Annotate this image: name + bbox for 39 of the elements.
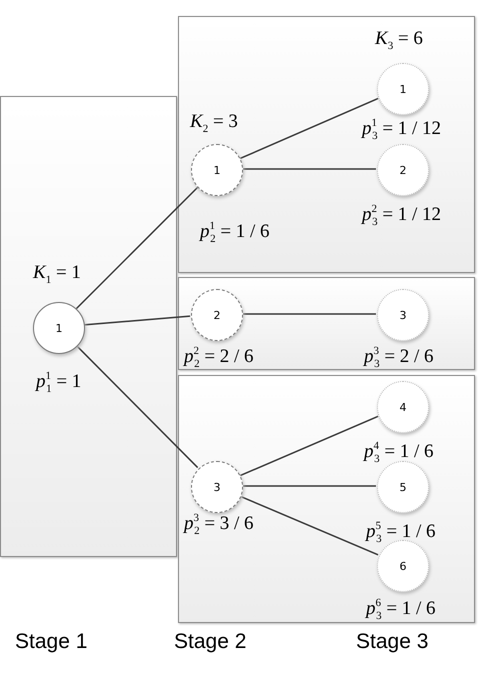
node-number: 1: [56, 322, 62, 334]
probability-label: p$^{6}$$_{3}$ = 1 / 6: [366, 598, 436, 622]
branch-line: [242, 485, 376, 487]
node-number: 1: [214, 164, 220, 176]
stage-panel: [178, 16, 475, 273]
branch-line: [240, 495, 378, 556]
node-number: 2: [214, 308, 220, 322]
branch-line: [76, 344, 198, 468]
probability-label: p$^{3}$$_{3}$ = 2 / 6: [364, 346, 434, 370]
branch-line: [242, 313, 376, 315]
node-number: 4: [400, 400, 406, 414]
count-label: K$_{1}$ = 1: [33, 263, 81, 286]
stage-label: Stage 3: [356, 630, 428, 654]
probability-label: p$^{2}$$_{3}$ = 1 / 12: [362, 204, 442, 228]
node-number: 6: [400, 560, 406, 572]
probability-label: p$^{2}$$_{2}$ = 2 / 6: [184, 346, 254, 370]
probability-label: p$^{1}$$_{2}$ = 1 / 6: [200, 221, 270, 245]
stage-label: Stage 1: [15, 630, 88, 654]
branch-line: [84, 315, 190, 326]
probability-label: p$^{1}$$_{3}$ = 1 / 12: [362, 118, 442, 142]
branch-line: [240, 416, 378, 476]
stage-panel: [178, 277, 475, 370]
node-number: 3: [400, 308, 406, 322]
branch-line: [76, 186, 198, 310]
stage-panel: [178, 375, 475, 623]
probability-label: p$^{5}$$_{3}$ = 1 / 6: [366, 521, 436, 545]
probability-label: p$^{4}$$_{3}$ = 1 / 6: [364, 441, 434, 465]
probability-label: p$^{3}$$_{2}$ = 3 / 6: [184, 513, 254, 537]
branch-line: [242, 168, 376, 170]
stage-label: Stage 2: [174, 630, 246, 654]
probability-label: p$^{1}$$_{1}$ = 1: [36, 371, 82, 395]
node-number: 3: [214, 480, 220, 494]
count-label: K$_{2}$ = 3: [190, 112, 238, 135]
count-label: K$_{3}$ = 6: [375, 29, 423, 52]
branch-line: [240, 98, 378, 160]
node-number: 1: [400, 82, 406, 96]
node-number: 2: [400, 164, 406, 176]
stage-panel: [0, 96, 177, 557]
node-number: 5: [400, 480, 406, 494]
